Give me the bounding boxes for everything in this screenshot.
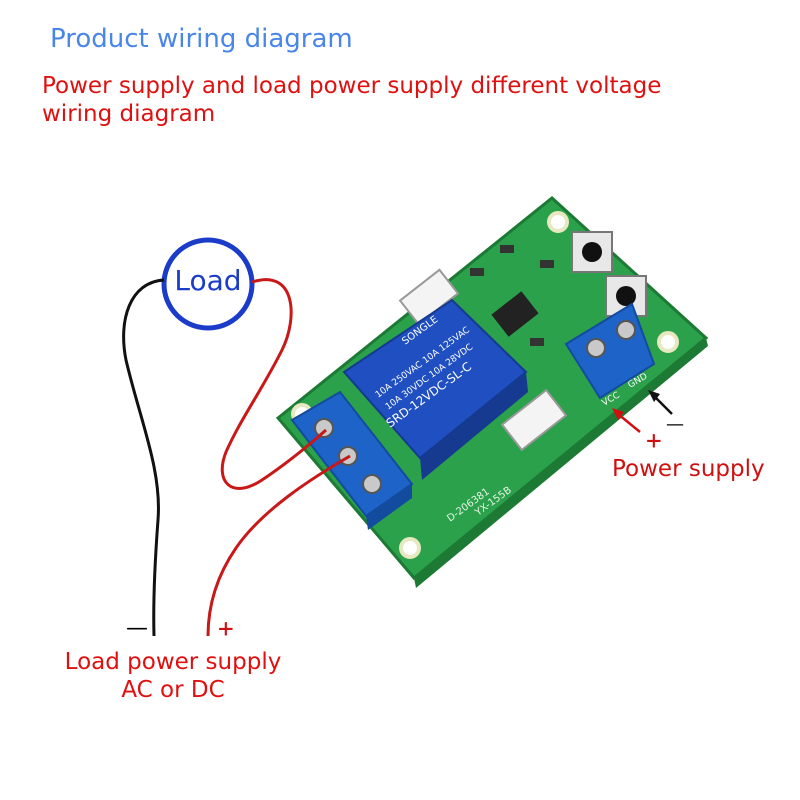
subtitle-line-2: wiring diagram bbox=[42, 101, 216, 127]
arrow-minus bbox=[653, 395, 673, 415]
load-terminal-screw-3 bbox=[362, 474, 382, 494]
subtitle-line-1: Power supply and load power supply diffe… bbox=[42, 73, 662, 99]
load-label: Load bbox=[174, 264, 242, 297]
smd-2 bbox=[540, 260, 554, 268]
push-button-2-cap bbox=[616, 286, 636, 306]
pcb-board-edge bbox=[414, 338, 708, 588]
smd-3 bbox=[530, 338, 544, 346]
arrow-minus-head bbox=[648, 390, 660, 402]
wire-red-supply bbox=[206, 454, 351, 637]
push-button-1-base bbox=[571, 231, 613, 273]
arrow-plus bbox=[617, 413, 641, 433]
diagram-subtitle: Power supply and load power supply diffe… bbox=[42, 72, 742, 128]
mount-hole-3 bbox=[399, 537, 421, 559]
power-supply-plus: + bbox=[646, 426, 662, 456]
power-supply-label: Power supply bbox=[612, 456, 765, 482]
power-terminal-screw-2 bbox=[616, 320, 636, 340]
push-button-1-cap bbox=[582, 242, 602, 262]
mount-hole-2 bbox=[547, 211, 569, 233]
relay-module: SONGLE 10A 250VAC 10A 125VAC 10A 30VDC 1… bbox=[275, 196, 709, 588]
wire-black bbox=[122, 278, 165, 637]
load-supply-line-2: AC or DC bbox=[121, 677, 225, 703]
load-supply-label: Load power supply AC or DC bbox=[58, 648, 288, 704]
smd-4 bbox=[500, 245, 514, 253]
load-supply-plus: + bbox=[218, 614, 234, 644]
smd-1 bbox=[470, 268, 484, 276]
jst-connector-bottom bbox=[500, 388, 568, 452]
power-supply-minus: — bbox=[666, 414, 684, 435]
mount-hole-4 bbox=[657, 331, 679, 353]
ic-chip bbox=[491, 291, 539, 337]
load-terminal-side bbox=[366, 484, 412, 530]
arrow-plus-head bbox=[612, 408, 624, 420]
load-terminal-screw-1 bbox=[314, 418, 334, 438]
power-terminal-screw-1 bbox=[586, 338, 606, 358]
relay-side bbox=[420, 372, 528, 480]
load-supply-line-1: Load power supply bbox=[64, 649, 282, 675]
load-supply-minus: — bbox=[126, 616, 148, 641]
wire-red-load bbox=[220, 278, 327, 490]
diagram-title: Product wiring diagram bbox=[50, 24, 353, 54]
load-circle bbox=[161, 237, 255, 331]
